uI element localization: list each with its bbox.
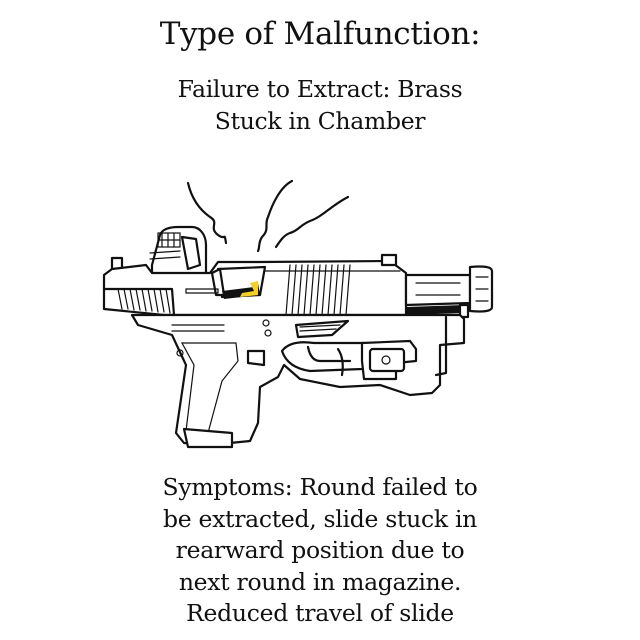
page-title: Type of Malfunction: [159, 16, 481, 52]
malfunction-line: Stuck in Chamber [214, 107, 426, 135]
trigger-icon [336, 347, 344, 377]
symptoms-text: Symptoms: Round failed to be extracted, … [0, 472, 640, 630]
symptoms-line: Reduced travel of slide [186, 599, 454, 627]
front-sight-icon [380, 253, 398, 267]
symptoms-line: next round in magazine. [178, 567, 462, 596]
symptoms-line: Symptoms: Round failed to [162, 473, 478, 501]
stress-line-icon [186, 181, 228, 245]
symptoms-line: be extracted, slide stuck in [162, 504, 478, 533]
barrel-icon [404, 273, 472, 307]
stress-line-icon [274, 195, 350, 249]
mag-release-icon [246, 349, 266, 367]
malfunction-type: Failure to Extract: Brass Stuck in Chamb… [0, 73, 640, 137]
stress-line-icon [256, 179, 294, 253]
magazine-base-icon [182, 427, 234, 449]
pistol-icon [102, 179, 494, 449]
pistol-illustration [100, 165, 500, 455]
malfunction-line: Failure to Extract: Brass [177, 75, 463, 103]
symptoms-line: rearward position due to [175, 536, 465, 564]
